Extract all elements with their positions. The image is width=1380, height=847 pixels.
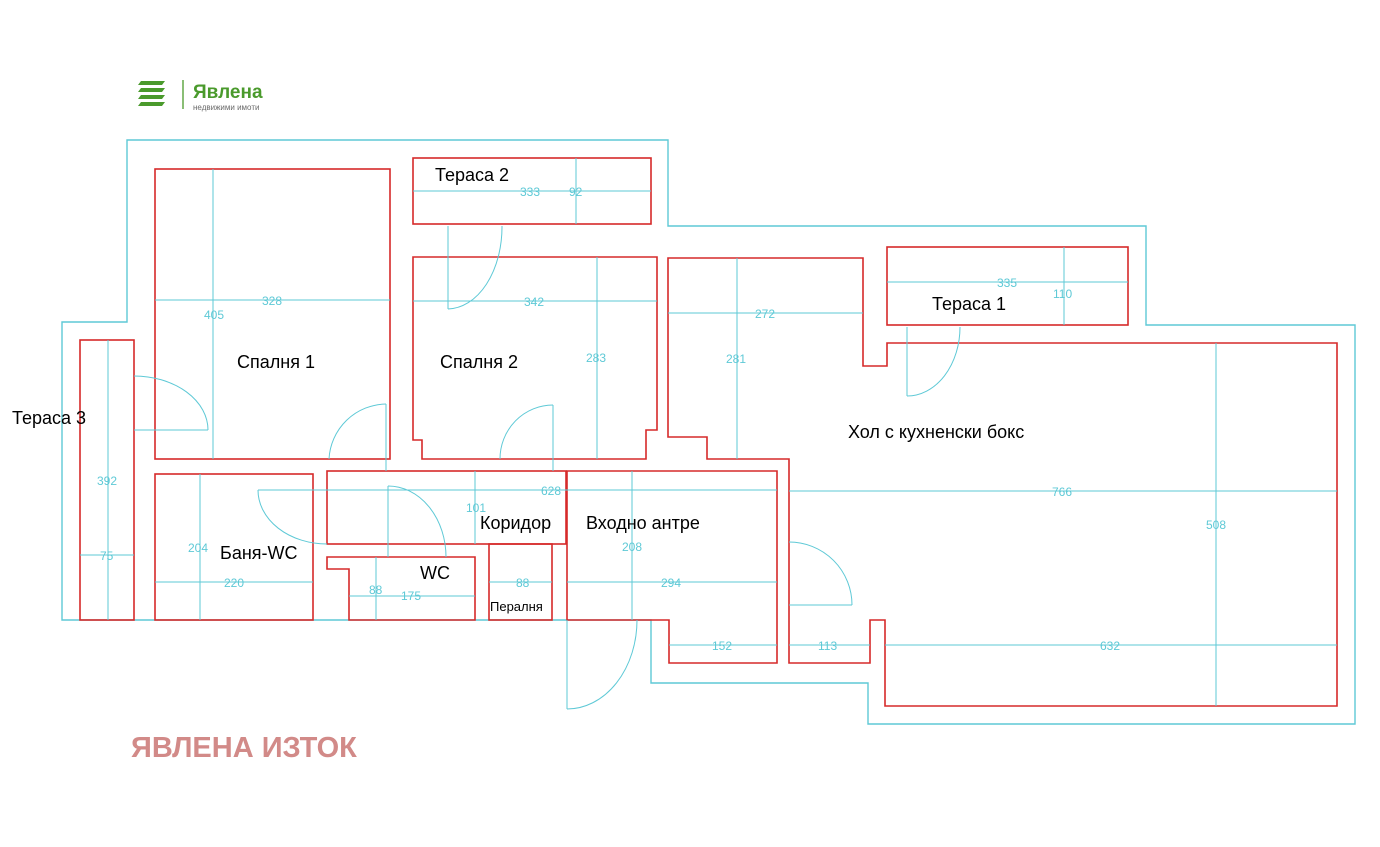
- door-wc: [387, 485, 447, 558]
- dim-laundry-width: 88: [516, 576, 530, 590]
- bath-walls: [154, 473, 314, 621]
- doors: [133, 225, 961, 710]
- dim-living-height: 508: [1206, 518, 1226, 532]
- dim-bedroom2-height: 283: [586, 351, 606, 365]
- dim-terrace1-width: 335: [997, 276, 1017, 290]
- corridor-walls: [326, 470, 567, 545]
- kitchen-walls: [667, 257, 1338, 707]
- dim-terrace2-width: 333: [520, 185, 540, 199]
- door-corridor-bedroom1: [328, 403, 387, 471]
- label-bedroom2: Спалня 2: [440, 352, 518, 372]
- dim-corridor-height: 101: [466, 501, 486, 515]
- dim-kitchen-width: 272: [755, 307, 775, 321]
- dim-bedroom1-height: 405: [204, 308, 224, 322]
- dim-terrace1-height: 110: [1053, 287, 1072, 301]
- label-living: Хол с кухненски бокс: [848, 422, 1024, 442]
- dim-entrance-height: 208: [622, 540, 642, 554]
- logo-mark-icon: [138, 81, 165, 106]
- dim-kitchen-height: 281: [726, 352, 746, 366]
- label-terrace2: Тераса 2: [435, 165, 509, 185]
- label-bedroom1: Спалня 1: [237, 352, 315, 372]
- dim-bath-width: 220: [224, 576, 244, 590]
- dim-corridor-width: 628: [541, 484, 561, 498]
- room-labels: Тераса 2 Спалня 1 Спалня 2 Тераса 1 Тера…: [12, 165, 1024, 614]
- dim-bath-height: 204: [188, 541, 208, 555]
- logo-name: Явлена: [193, 82, 263, 103]
- dim-bedroom1-width: 328: [262, 294, 282, 308]
- label-laundry: Пералня: [490, 599, 543, 614]
- dim-wc-width: 175: [401, 589, 421, 603]
- dim-bedroom2-width: 342: [524, 295, 544, 309]
- label-entrance: Входно антре: [586, 513, 700, 533]
- dim-wc-height: 88: [369, 583, 383, 597]
- door-bath: [257, 489, 328, 545]
- bedroom2-walls: [412, 256, 658, 460]
- building-outline: [61, 139, 1356, 725]
- watermark: ЯВЛЕНА ИЗТОК: [131, 732, 357, 764]
- dim-entrance-bottom-width: 152: [712, 639, 732, 653]
- terrace1-walls: [886, 246, 1129, 326]
- dim-gap-width: 113: [818, 639, 837, 653]
- door-entrance: [566, 619, 638, 710]
- dim-living-width: 766: [1052, 485, 1072, 499]
- door-living: [788, 541, 853, 606]
- door-bedroom1: [133, 375, 209, 431]
- door-bedroom2: [499, 404, 554, 471]
- dim-entrance-width: 294: [661, 576, 681, 590]
- label-corridor: Коридор: [480, 513, 551, 533]
- label-bath: Баня-WC: [220, 543, 298, 563]
- dim-living-bottom-width: 632: [1100, 639, 1120, 653]
- logo-subtitle: недвижими имоти: [193, 103, 259, 112]
- dimension-labels: 333 92 328 405 342 283 272 281 335 110 3…: [97, 185, 1226, 653]
- door-terrace2: [447, 225, 503, 310]
- bedroom1-walls: [154, 168, 391, 460]
- label-terrace3: Тераса 3: [12, 408, 86, 428]
- dim-terrace3-height: 392: [97, 474, 117, 488]
- label-terrace1: Тераса 1: [932, 294, 1006, 314]
- wc-walls: [326, 556, 476, 621]
- dimension-lines: [80, 158, 1337, 706]
- entrance-walls: [566, 470, 778, 664]
- room-walls: [79, 157, 1338, 707]
- door-terrace1: [906, 326, 961, 397]
- label-wc: WC: [420, 563, 450, 583]
- dim-terrace3-width: 75: [100, 549, 114, 563]
- terrace3-walls: [79, 339, 135, 621]
- dim-terrace2-height: 92: [569, 185, 583, 199]
- logo: Явлена недвижими имоти: [138, 80, 263, 112]
